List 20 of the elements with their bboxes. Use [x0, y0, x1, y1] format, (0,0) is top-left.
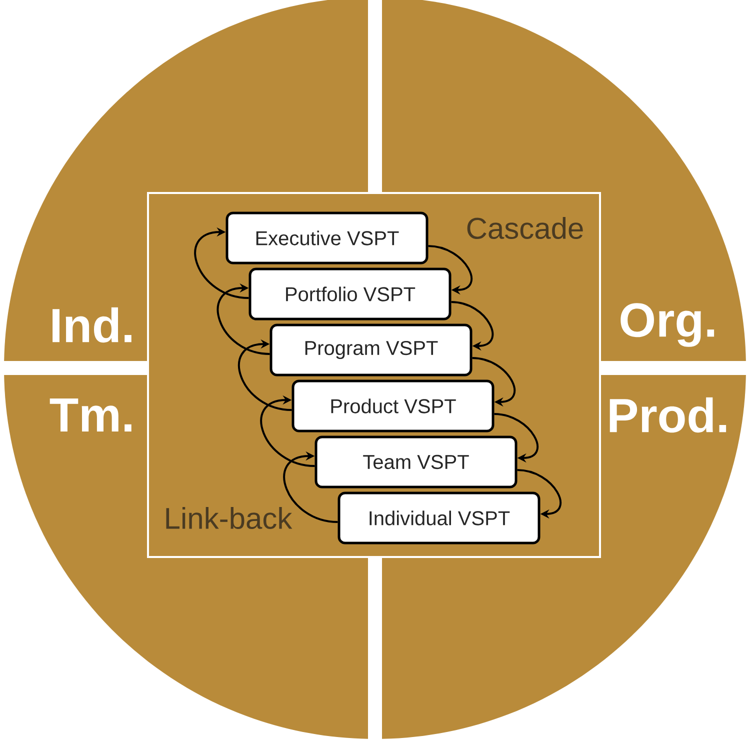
curved-arrow — [260, 395, 315, 467]
quadrant-label: Prod. — [610, 397, 726, 433]
quadrant-label: Ind. — [52, 307, 132, 343]
level-box: Program VSPT — [270, 324, 472, 376]
curved-arrow — [217, 283, 270, 355]
level-box: Executive VSPT — [226, 212, 428, 264]
quadrant-label: Org. — [620, 303, 714, 347]
curved-arrow — [517, 469, 562, 519]
level-box: Portfolio VSPT — [248, 268, 452, 320]
curved-arrow — [238, 339, 292, 411]
curved-arrow — [428, 245, 472, 295]
curved-arrow — [472, 357, 516, 407]
curved-arrow — [194, 227, 249, 299]
level-box: Product VSPT — [292, 380, 494, 432]
level-box: Team VSPT — [314, 436, 518, 488]
level-box: Individual VSPT — [338, 492, 540, 544]
curved-arrow — [451, 301, 494, 351]
curved-arrow — [494, 413, 538, 463]
curved-arrow — [283, 451, 338, 523]
quadrant-label: Tm. — [50, 398, 132, 432]
